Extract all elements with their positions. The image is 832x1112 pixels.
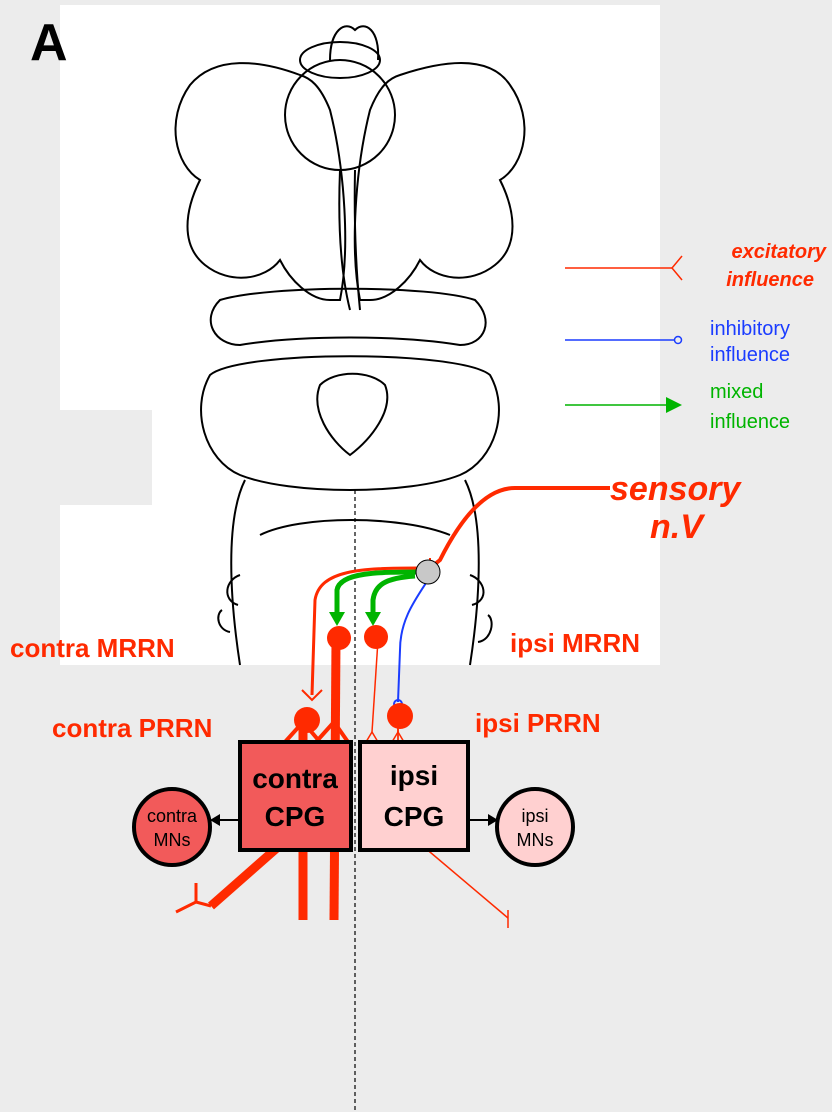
contra-mns-label-1: contra xyxy=(147,806,198,826)
legend-mixed-label-2: influence xyxy=(710,411,790,433)
legend-mixed-label-1: mixed xyxy=(710,381,763,403)
contra-mns-terminal xyxy=(176,883,211,912)
contra-prrn-label: contra PRRN xyxy=(52,713,212,743)
legend-inhibitory-symbol xyxy=(675,337,682,344)
ipsi-prrn-label: ipsi PRRN xyxy=(475,708,601,738)
contra-mrrn-label: contra MRRN xyxy=(10,633,175,663)
ipsi-cpg-label-1: ipsi xyxy=(390,760,438,791)
legend-excitatory-symbol xyxy=(672,256,682,280)
ipsi-mns-label-2: MNs xyxy=(517,830,554,850)
ipsi-cpg-label-2: CPG xyxy=(384,801,445,832)
contra-cpg-box xyxy=(240,742,351,850)
sensory-relay-neuron xyxy=(416,560,440,584)
brain-drawing-background xyxy=(60,5,660,665)
contra-prrn-neuron xyxy=(294,707,320,733)
legend-inhibitory-label-1: inhibitory xyxy=(710,318,790,340)
contra-mns-label-2: MNs xyxy=(154,830,191,850)
panel-label: A xyxy=(30,14,68,72)
legend-inhibitory-label-2: influence xyxy=(710,344,790,366)
ipsi-mrrn-label: ipsi MRRN xyxy=(510,628,640,658)
contra-cpg-label-1: contra xyxy=(252,763,338,794)
ipsi-prrn-neuron xyxy=(387,703,413,729)
legend-excitatory-label-1: excitatory xyxy=(732,241,827,263)
contra-mrrn-neuron xyxy=(327,626,351,650)
ipsi-mns-label-1: ipsi xyxy=(521,806,548,826)
ipsi-mrrn-neuron xyxy=(364,625,388,649)
legend-mixed-arrowhead xyxy=(666,397,682,413)
sensory-label-1: sensory xyxy=(610,470,742,508)
contra-cpg-label-2: CPG xyxy=(265,801,326,832)
ipsi-cpg-box xyxy=(360,742,468,850)
ipsi-mns-circle xyxy=(497,789,573,865)
sensory-label-2: n.V xyxy=(650,508,706,546)
contra-mns-circle xyxy=(134,789,210,865)
legend-excitatory-label-2: influence xyxy=(726,269,814,291)
